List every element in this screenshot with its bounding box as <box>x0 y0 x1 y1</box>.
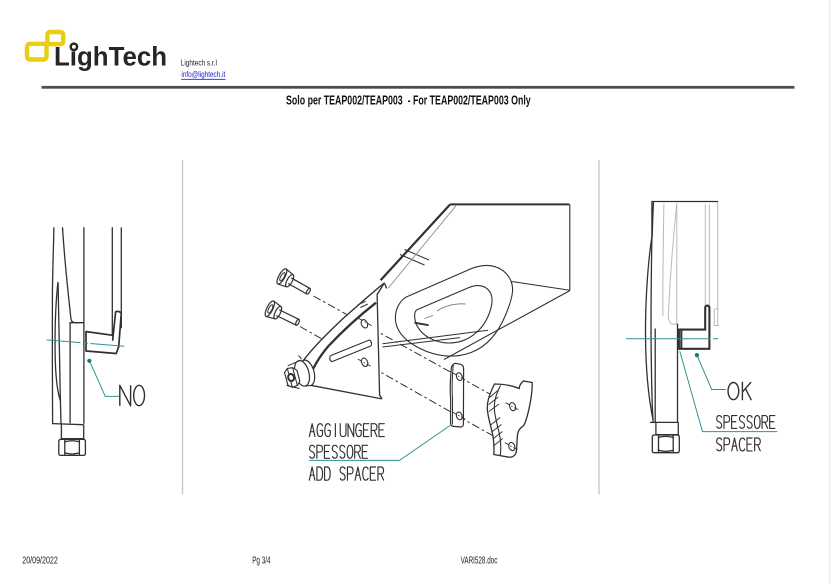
svg-text:VARI528.doc: VARI528.doc <box>461 555 498 566</box>
svg-text:info@lightech.it: info@lightech.it <box>181 69 225 79</box>
svg-text:Lightech s.r.l: Lightech s.r.l <box>181 58 217 68</box>
svg-text:Pg 3/4: Pg 3/4 <box>252 555 271 566</box>
svg-text:LıghTech: LıghTech <box>54 42 167 72</box>
svg-text:Solo per TEAP002/TEAP003 - Fo: Solo per TEAP002/TEAP003 - For TEAP002/T… <box>286 92 531 107</box>
svg-text:20/09/2022: 20/09/2022 <box>22 555 58 566</box>
